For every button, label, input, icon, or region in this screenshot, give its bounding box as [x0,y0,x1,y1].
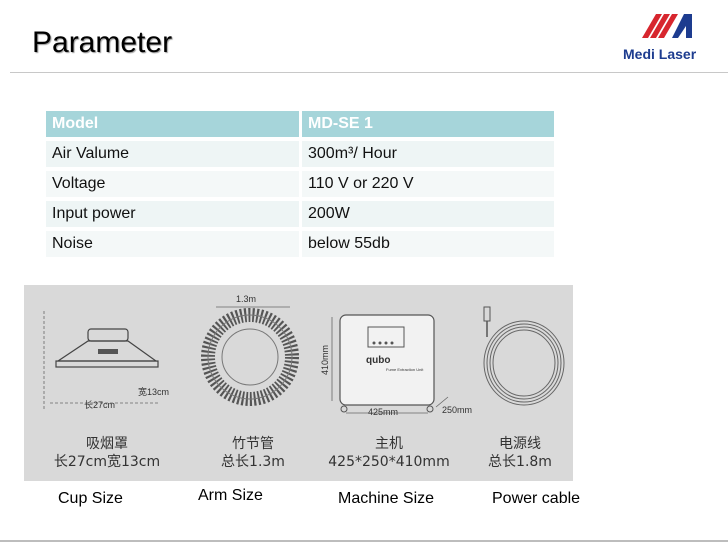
machine-caption-cn: 主机 425*250*410mm [324,435,454,471]
machine-brand-sub-label: Fume Extraction Unit [386,367,424,372]
table-cell: 300m³/ Hour [302,141,554,171]
table-row: Voltage 110 V or 220 V [46,171,554,201]
power-cable-icon [483,306,565,406]
arm-name-cn: 竹节管 [232,436,274,452]
arm-length-label: 1.3m [236,294,257,304]
arm-caption-cn: 竹节管 总长1.3m [208,435,298,471]
machine-height-label: 410mm [320,344,331,376]
arm-size-cn: 总长1.3m [221,454,285,470]
caption-arm-size: Arm Size [198,487,263,504]
machine-size-cn: 425*250*410mm [328,454,450,470]
table-cell: below 55db [302,231,554,261]
product-figure: 长27cm 宽13cm 1.3m qubo Fume Extraction Un… [24,285,573,481]
machine-unit-icon [331,314,449,414]
table-cell: Noise [46,231,302,261]
table-cell: Input power [46,201,302,231]
parameter-table: Model MD-SE 1 Air Valume 300m³/ Hour Vol… [46,111,554,261]
machine-width-label: 425mm [368,407,399,417]
logo-text: Medi Laser [623,46,697,62]
table-cell: Voltage [46,171,302,201]
caption-cup-size: Cup Size [58,490,123,507]
footer-divider [0,540,728,542]
table-header-cell: Model [46,111,302,141]
machine-name-cn: 主机 [375,436,403,452]
cup-height-label: 宽13cm [138,387,170,397]
table-cell: 200W [302,201,554,231]
machine-brand-label: qubo [366,355,391,366]
fume-hood-icon [43,311,160,411]
table-header-cell: MD-SE 1 [302,111,554,141]
cable-caption-cn: 电源线 总长1.8m [480,435,560,471]
caption-machine-size: Machine Size [338,490,435,507]
medi-laser-logo-icon [642,14,692,38]
table-header-row: Model MD-SE 1 [46,111,554,141]
table-cell: 110 V or 220 V [302,171,554,201]
table-row: Input power 200W [46,201,554,231]
cable-size-cn: 总长1.8m [488,454,552,470]
flexible-arm-icon [201,306,299,406]
page-title: Parameter [32,26,173,59]
caption-power-cable: Power cable [492,490,581,507]
table-row: Air Valume 300m³/ Hour [46,141,554,171]
cup-size-cn: 长27cm宽13cm [53,454,161,470]
header-divider [10,72,728,73]
cup-width-label: 长27cm [84,400,116,410]
table-cell: Air Valume [46,141,302,171]
cup-name-cn: 吸烟罩 [86,436,128,452]
machine-depth-label: 250mm [442,405,473,415]
cup-caption-cn: 吸烟罩 长27cm宽13cm [52,435,162,471]
cable-name-cn: 电源线 [499,436,541,452]
table-row: Noise below 55db [46,231,554,261]
